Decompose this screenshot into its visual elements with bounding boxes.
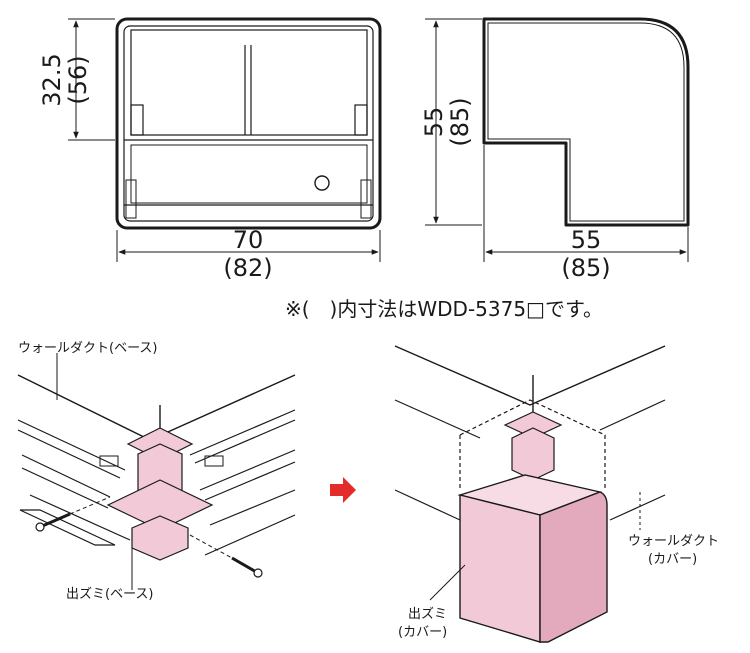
front-view-drawing <box>115 17 382 230</box>
label-duct-base: ウォールダクト(ベース) <box>18 341 158 356</box>
front-view-width-dimension: 70 (82) <box>116 226 381 282</box>
screw-left-icon <box>35 496 111 532</box>
side-view-width-dimension: 55 (85) <box>483 145 689 282</box>
front-height-alt-value: (56) <box>64 55 92 104</box>
side-height-value: 55 <box>420 107 448 138</box>
side-height-alt-value: (85) <box>446 97 474 146</box>
front-height-value: 32.5 <box>38 53 66 106</box>
label-duct-cover-1: ウォールダクト <box>628 534 719 549</box>
base-assembly-illustration <box>17 353 296 590</box>
cover-assembly-illustration <box>394 345 666 643</box>
front-width-alt-value: (82) <box>223 254 272 282</box>
label-corner-cover-1: 出ズミ <box>408 606 447 622</box>
label-corner-cover-2: (カバー) <box>398 625 447 640</box>
arrow-right-icon <box>330 477 356 503</box>
side-view-height-dimension: 55 (85) <box>420 18 482 226</box>
side-width-alt-value: (85) <box>561 254 610 282</box>
dimension-note: ※( )内寸法はWDD-5375□です。 <box>285 297 603 321</box>
side-width-value: 55 <box>571 226 602 254</box>
side-view-drawing <box>482 17 690 227</box>
front-view-height-dimension: 32.5 (56) <box>38 18 115 141</box>
label-duct-cover-2: (カバー) <box>648 552 697 567</box>
front-width-value: 70 <box>233 226 264 254</box>
screw-right-icon <box>189 534 263 578</box>
label-corner-base: 出ズミ(ベース) <box>66 586 154 602</box>
